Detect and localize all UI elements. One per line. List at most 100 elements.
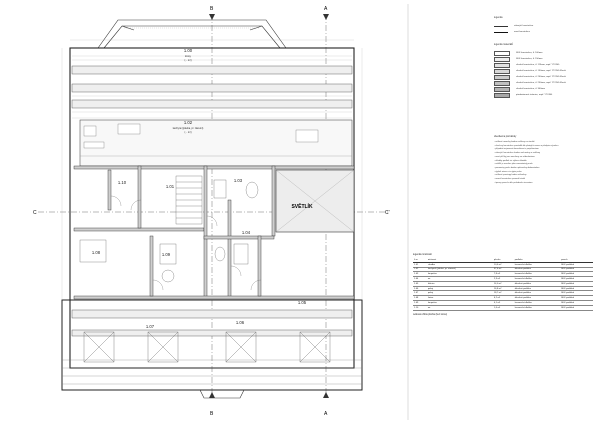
interior-walls <box>73 165 355 300</box>
materials-title: legenda materiálů <box>494 43 514 46</box>
table-cell: SDK podhled <box>560 267 593 273</box>
schedule-header-cell: povrch <box>560 258 593 263</box>
material-swatch <box>494 74 510 80</box>
schedule-header-cell: místnost <box>426 258 493 263</box>
schedule-caption: legenda místností <box>413 253 432 256</box>
room-label-1-07: 1.07 <box>146 324 155 329</box>
roof-dormer-outline <box>97 19 287 49</box>
bottom-wing <box>61 299 363 391</box>
material-label: cihelné konstrukce, tl. 300mm <box>516 88 545 90</box>
schedule-header-cell: plocha <box>492 258 514 263</box>
note-item: - výplně otvorů viz výpis prvků <box>494 170 522 173</box>
table-cell: SDK podhled <box>560 286 593 292</box>
schedule-header-cell: č.m. <box>413 258 427 263</box>
room-label-1-01: 1.01 <box>166 184 175 189</box>
room-name-1-00: krovy <box>185 55 192 58</box>
room-label-1-00: 1.00 <box>184 48 193 53</box>
material-row: cihelné konstrukce, tl. 150mm, např. YTO… <box>494 68 594 74</box>
table-cell: 14,0 m² <box>492 281 514 287</box>
room-label-1-04: 1.04 <box>242 230 251 235</box>
marker-top-right: A <box>324 6 328 12</box>
table-cell: dřevěná podlaha <box>513 286 556 292</box>
legend-title: legenda <box>494 16 503 19</box>
table-cell: 1.03 <box>413 271 427 278</box>
thick-line-swatch <box>494 31 508 33</box>
sanitary-fixtures <box>79 179 259 283</box>
table-cell: keramická dlažba <box>513 276 556 282</box>
table-cell: keramická dlažba <box>513 262 556 268</box>
table-cell: koupelna <box>426 271 493 278</box>
skylight <box>275 169 355 233</box>
table-cell: 1.05 <box>413 281 427 287</box>
door-swings <box>110 195 262 291</box>
table-cell: 18,7 m² <box>492 290 514 297</box>
material-swatch <box>494 62 510 68</box>
table-cell: SDK podhled <box>560 262 593 268</box>
material-label: cihelné konstrukce, tl. 150mm, např. YTO… <box>516 70 566 72</box>
table-cell: wc <box>426 305 493 311</box>
material-label: cihelné konstrukce, tl. 200mm, např. YTO… <box>516 76 566 78</box>
material-label: SDK konstrukce, tl. 150mm <box>516 58 543 60</box>
marker-right: C' <box>385 210 390 216</box>
notes-list: - veškeré rozměry budou ověřeny na stavb… <box>494 141 590 185</box>
table-cell: ložnice <box>426 281 493 287</box>
material-swatch <box>494 92 510 98</box>
table-cell <box>555 262 561 268</box>
table-cell: SDK podhled <box>560 271 593 278</box>
material-row: cihelné konstrukce, tl. 250mm, např. YTO… <box>494 80 594 86</box>
table-cell <box>555 300 561 306</box>
table-cell: pokoj <box>426 286 493 292</box>
room-label-1-02: 1.02 <box>184 120 193 125</box>
table-cell: 4,1 m² <box>492 300 514 306</box>
table-cell: SDK podhled <box>560 276 593 282</box>
table-cell: pokoj <box>426 290 493 297</box>
room-label-1-06: 1.06 <box>236 320 245 325</box>
table-cell: 1.10 <box>413 305 427 311</box>
schedule-total: celková užitná plocha (bez krovu) <box>413 313 448 316</box>
table-cell: keramická dlažba <box>513 300 556 306</box>
note-item: - stávající konstrukce budou zachovány a… <box>494 152 541 155</box>
material-row: cihelné konstrukce, tl. 115mm, např. YTO… <box>494 62 594 68</box>
table-cell: 1.04 <box>413 276 427 282</box>
notes-title: všeobecné poznámky <box>494 136 517 138</box>
material-swatch <box>494 80 510 86</box>
table-cell: SDK podhled <box>560 290 593 297</box>
skylight-label: SVĚTLÍK <box>291 202 313 210</box>
table-cell <box>555 295 561 302</box>
room-label-1-09: 1.09 <box>162 252 171 257</box>
material-swatch <box>494 50 510 56</box>
room-label-1-05: 1.05 <box>298 300 307 305</box>
room-label-1-08: 1.08 <box>92 250 101 255</box>
note-item: - všechny konstrukce provádět dle platný… <box>494 144 559 147</box>
table-cell: SDK podhled <box>560 281 593 287</box>
table-cell: SDK podhled <box>560 300 593 306</box>
table-cell: 1.01 <box>413 262 427 268</box>
room-label-1-03: 1.03 <box>234 178 243 183</box>
table-cell: 1.02 <box>413 267 427 273</box>
legend-line-label: stávající konstrukce <box>514 25 534 27</box>
legend-line-row: stávající konstrukce <box>494 23 594 29</box>
material-row: SDK konstrukce, tl. 150mm <box>494 56 594 62</box>
table-cell <box>555 286 561 292</box>
material-row: pórobetonové tvárnice, např. YTONG <box>494 92 594 98</box>
table-cell <box>555 276 561 282</box>
note-item: - veškeré rozměry budou ověřeny na stavb… <box>494 141 535 144</box>
table-cell: dřevěná podlaha <box>513 290 556 297</box>
room-name-1-02: kuchyně (jídelna, pr. zázemí) <box>173 127 204 130</box>
schedule-header-cell: podlaha <box>513 258 556 263</box>
table-cell <box>555 305 561 311</box>
roof-bands <box>71 65 353 337</box>
schedule-header-cell <box>555 258 561 263</box>
table-cell: SDK podhled <box>560 305 593 311</box>
table-cell: SDK podhled <box>560 295 593 302</box>
material-label: cihelné konstrukce, tl. 115mm, např. YTO… <box>516 64 560 66</box>
material-row: SDK konstrukce, tl. 100mm <box>494 50 594 56</box>
